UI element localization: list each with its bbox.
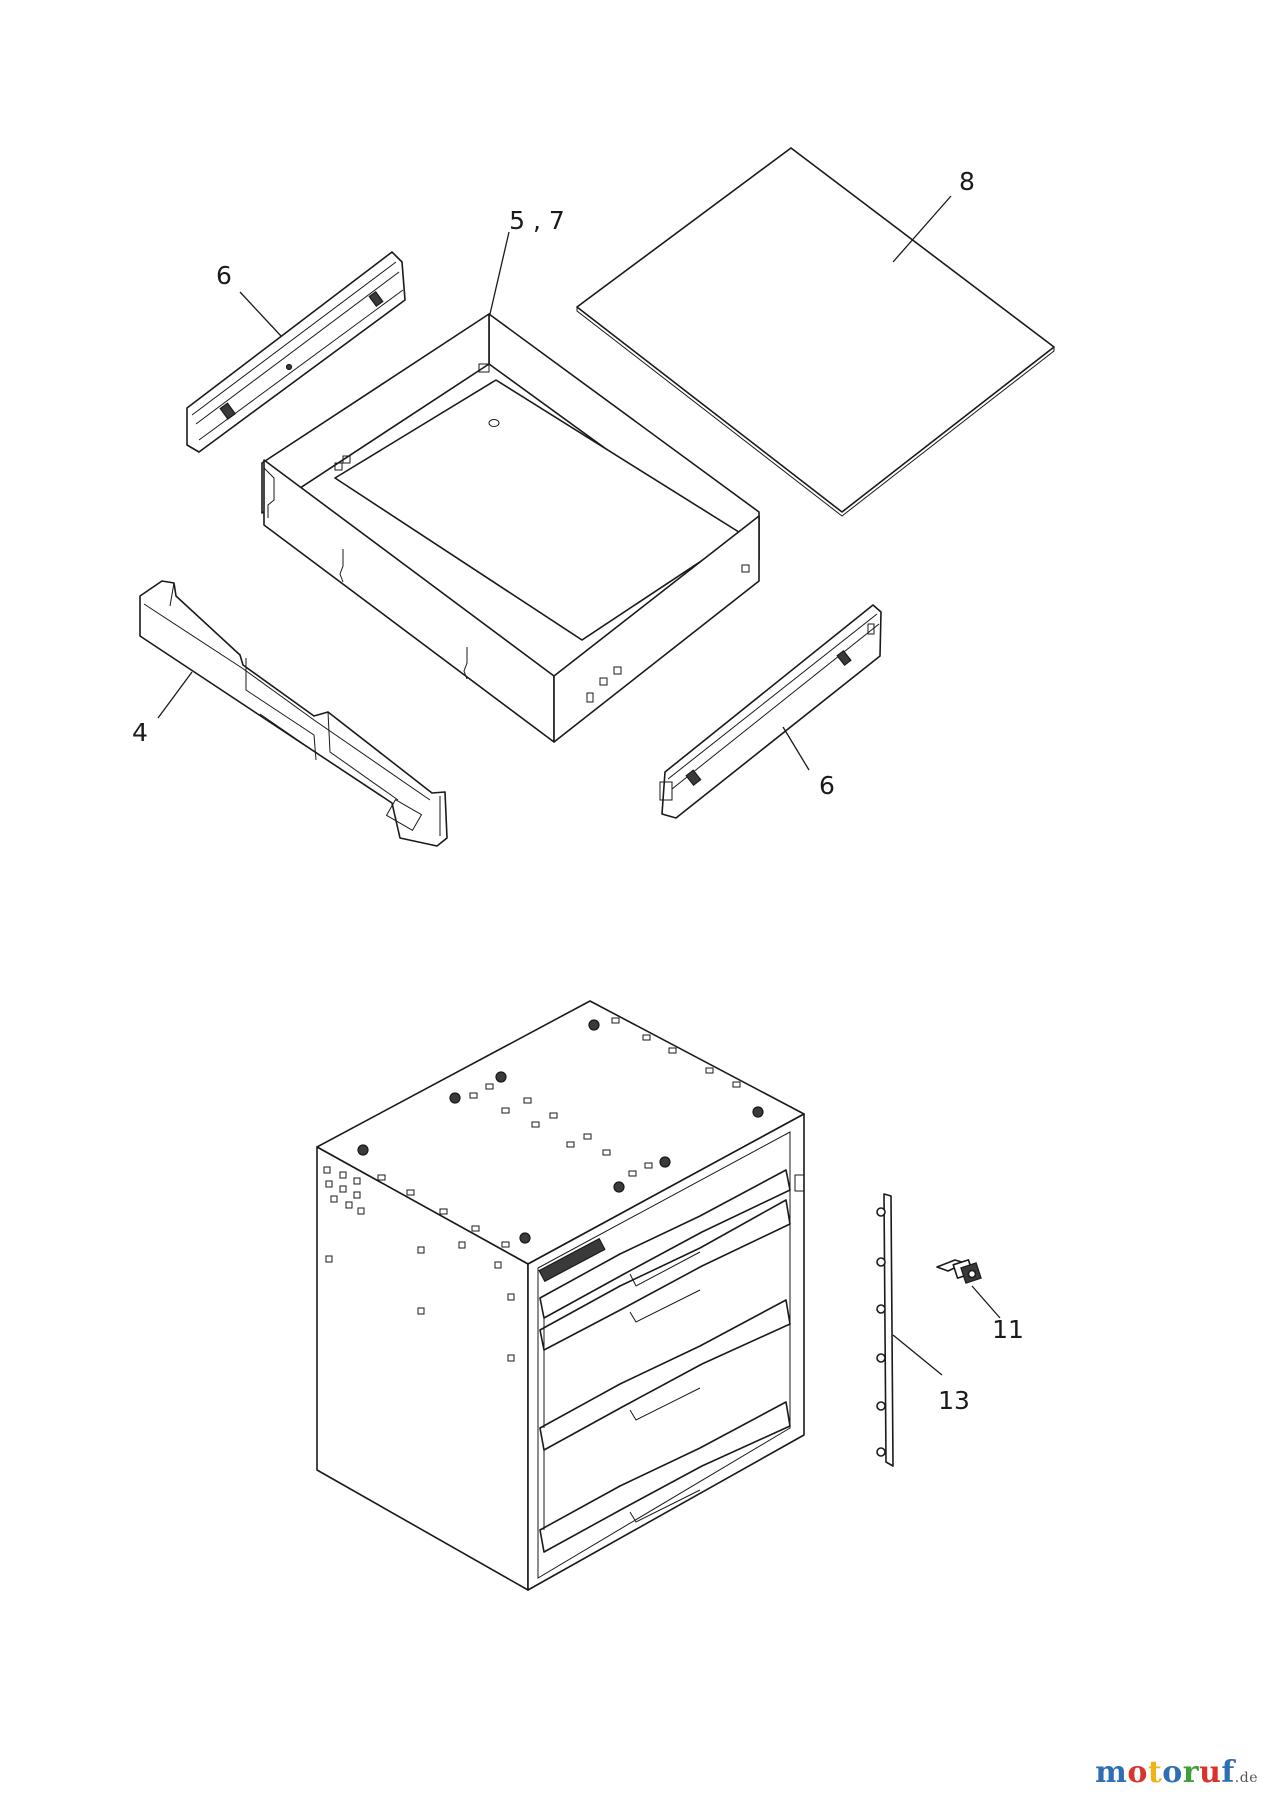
callout-rail-top: 6 xyxy=(216,261,232,290)
callout-locking-bar: 13 xyxy=(938,1386,970,1415)
drawer-cabinet xyxy=(316,1000,805,1591)
callout-labels: 6 5 , 7 8 4 6 11 13 xyxy=(132,167,1024,1415)
side-face-holes xyxy=(323,1166,515,1362)
lock-cylinder xyxy=(936,1259,982,1284)
drawer-mat xyxy=(576,147,1055,517)
logo-letter: u xyxy=(1199,1755,1222,1790)
callout-drawer-box: 5 , 7 xyxy=(509,206,565,235)
logo-letter: r xyxy=(1182,1755,1200,1790)
leader-lines xyxy=(157,195,1001,1376)
drawer-rail-top xyxy=(186,251,406,453)
callout-rail-bottom: 6 xyxy=(819,771,835,800)
locking-bar xyxy=(876,1193,894,1467)
top-face-holes xyxy=(357,1017,764,1248)
drawer-fronts xyxy=(539,1169,791,1553)
drawer-front-panel xyxy=(139,580,448,847)
callout-mat: 8 xyxy=(959,167,975,196)
drawer-box xyxy=(261,313,760,743)
callout-lock: 11 xyxy=(992,1315,1024,1344)
logo-letter: t xyxy=(1147,1755,1163,1790)
logo-letter: o xyxy=(1162,1755,1183,1790)
logo-letter: f xyxy=(1221,1755,1235,1790)
logo-letter: m xyxy=(1095,1755,1128,1790)
logo-suffix: .de xyxy=(1234,1770,1258,1786)
motoruf-logo: motoruf.de xyxy=(1095,1755,1258,1790)
locking-bar-pins xyxy=(876,1207,886,1457)
callout-front-panel: 4 xyxy=(132,718,148,747)
drawer-rail-bottom xyxy=(659,604,882,819)
logo-letter: o xyxy=(1127,1755,1148,1790)
